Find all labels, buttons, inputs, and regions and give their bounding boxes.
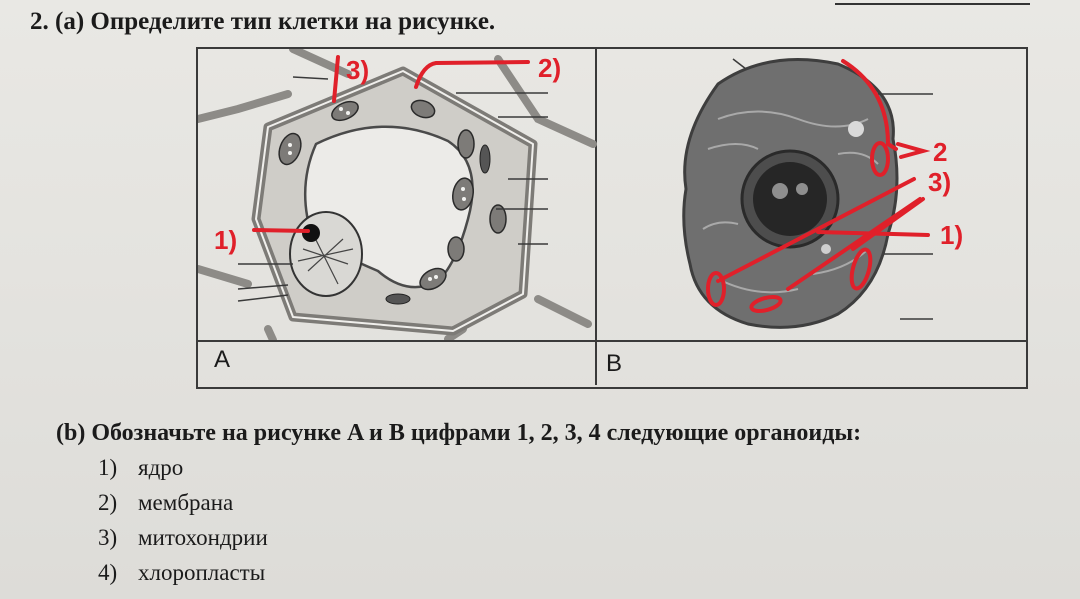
- figure-divider-vertical: [595, 47, 597, 385]
- annotation-a-1: 1): [214, 225, 237, 255]
- figure-divider-horizontal: [196, 340, 1026, 342]
- organelle-list: 1)ядро 2)мембрана 3)митохондрии 4)хлороп…: [98, 450, 268, 590]
- annotation-a-2: 2): [538, 53, 561, 83]
- annotation-a-3: 3): [346, 55, 369, 85]
- plant-cell-a: 3) 2) 1): [198, 49, 597, 340]
- question-title: 2. (a) Определите тип клетки на рисунке.: [30, 8, 496, 35]
- question-part-b: (b) Обозначьте на рисунке A и B цифрами …: [56, 420, 862, 446]
- annotation-b-3: 3): [928, 167, 951, 197]
- figure-frame: [196, 47, 1028, 389]
- annotation-b-1: 1): [940, 220, 963, 250]
- panel-label-a: A: [214, 346, 231, 373]
- animal-cell-b: 2 3) 1): [682, 58, 963, 329]
- cell-diagrams: 3) 2) 1): [198, 49, 963, 340]
- panel-label-b: B: [606, 350, 623, 377]
- annotation-b-2: 2: [933, 137, 947, 167]
- list-item: 3)митохондрии: [98, 525, 268, 550]
- list-item: 1)ядро: [98, 455, 184, 480]
- list-item: 2)мембрана: [98, 490, 234, 515]
- list-item: 4)хлоропласты: [98, 560, 266, 585]
- top-edge-line: [835, 0, 1030, 5]
